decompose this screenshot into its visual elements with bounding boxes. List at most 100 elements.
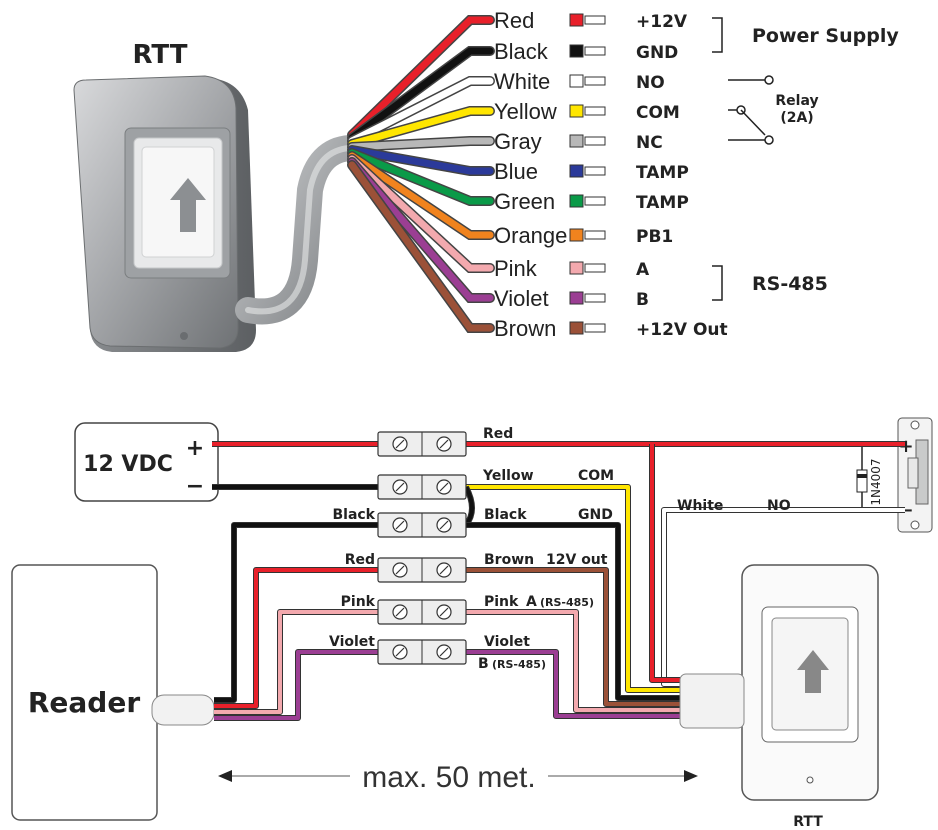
wire-pink: Pink A bbox=[347, 154, 650, 281]
psu-minus: − bbox=[186, 474, 204, 499]
wire-line bbox=[348, 161, 494, 332]
wire-terminal bbox=[584, 230, 606, 240]
wire-name-label: Blue bbox=[494, 159, 538, 184]
relay-symbol bbox=[728, 75, 774, 145]
label-b-rs485-suffix: (RS-485) bbox=[492, 658, 546, 671]
wire-name-label: White bbox=[494, 69, 550, 94]
wire-function-label: A bbox=[636, 260, 650, 280]
wire-name-label: Yellow bbox=[494, 99, 557, 124]
relay-label: Relay bbox=[775, 93, 818, 109]
wire-gray: Gray NC bbox=[347, 129, 663, 154]
wire-terminal bbox=[584, 263, 606, 273]
wire-line bbox=[348, 47, 494, 142]
psu-label: 12 VDC bbox=[83, 452, 173, 477]
wire-function-label: TAMP bbox=[636, 163, 689, 183]
reader-cable bbox=[151, 694, 215, 726]
terminal-block bbox=[377, 474, 467, 500]
wire-white: White NO bbox=[347, 69, 665, 146]
label-a-rs485-suffix: (RS-485) bbox=[540, 596, 594, 609]
wire-line bbox=[348, 107, 494, 148]
wire-function-label: NO bbox=[636, 73, 665, 93]
wire-line bbox=[348, 146, 494, 175]
wire-reader-red bbox=[214, 567, 378, 709]
rtt-device-bottom bbox=[741, 564, 879, 801]
rtt-device-photo bbox=[73, 75, 256, 352]
wire-color-swatch bbox=[569, 321, 584, 335]
terminal-block bbox=[377, 557, 467, 583]
label-no: NO bbox=[767, 498, 791, 514]
wire-jumper bbox=[463, 485, 475, 527]
label-brown: Brown bbox=[484, 552, 534, 568]
rs485-bracket bbox=[712, 265, 723, 301]
wire-function-label: NC bbox=[636, 133, 663, 153]
label-a-rs485: A bbox=[526, 594, 537, 610]
wire-black: Black GND bbox=[347, 39, 678, 143]
wire-line bbox=[348, 149, 494, 205]
wire-brown: Brown+12V Out bbox=[347, 160, 728, 341]
power-supply-label: Power Supply bbox=[752, 25, 899, 47]
wire-terminal bbox=[584, 46, 606, 56]
wire-color-swatch bbox=[569, 104, 584, 118]
wire-name-label: Pink bbox=[494, 256, 538, 281]
wire-terminal bbox=[584, 293, 606, 303]
power-bracket bbox=[712, 17, 723, 53]
wire-function-label: +12V bbox=[636, 12, 688, 32]
wire-name-label: Black bbox=[494, 39, 549, 64]
wire-terminal bbox=[584, 106, 606, 116]
rtt-cable-entry bbox=[679, 673, 745, 729]
label-red-top: Red bbox=[483, 426, 513, 442]
label-violet-right: Violet bbox=[484, 634, 530, 650]
diode: 1N4007 bbox=[856, 447, 883, 510]
reader-label: Reader bbox=[28, 686, 140, 719]
wire-function-label: PB1 bbox=[636, 227, 673, 247]
wire-function-label: COM bbox=[636, 103, 680, 123]
wire-terminal bbox=[584, 76, 606, 86]
wire-red: Red +12V bbox=[347, 8, 688, 140]
electric-lock: + − bbox=[897, 417, 933, 533]
wire-violet bbox=[466, 649, 680, 719]
wire-yellow: Yellow COM bbox=[347, 99, 680, 149]
wire-color-swatch bbox=[569, 74, 584, 88]
wire-color-swatch bbox=[569, 194, 584, 208]
wire-color-swatch bbox=[569, 228, 584, 242]
wire-line bbox=[348, 16, 494, 139]
distance-indicator: max. 50 met. bbox=[218, 761, 698, 794]
label-yellow: Yellow bbox=[482, 468, 534, 484]
terminal-block bbox=[377, 512, 467, 538]
power-supply-box: 12 VDC + − bbox=[74, 422, 219, 502]
label-pink-right: Pink bbox=[484, 594, 519, 610]
wire-name-label: Orange bbox=[494, 223, 567, 248]
wire-brown bbox=[466, 567, 680, 707]
label-12v-out: 12V out bbox=[546, 552, 608, 568]
wire-line bbox=[348, 152, 494, 239]
wire-name-label: Green bbox=[494, 189, 555, 214]
label-violet-left: Violet bbox=[329, 634, 375, 650]
wire-terminal bbox=[584, 196, 606, 206]
wire-name-label: Red bbox=[494, 8, 534, 33]
rtt-title: RTT bbox=[133, 40, 188, 70]
wire-line bbox=[348, 158, 494, 302]
wire-line bbox=[348, 137, 494, 151]
label-black-left: Black bbox=[332, 507, 375, 523]
distance-label: max. 50 met. bbox=[362, 761, 535, 794]
wire-color-swatch bbox=[569, 164, 584, 178]
wire-terminal bbox=[584, 323, 606, 333]
wire-color-swatch bbox=[569, 13, 584, 27]
wire-rtt-red bbox=[649, 444, 680, 683]
wire-name-label: Gray bbox=[494, 129, 542, 154]
label-red-left: Red bbox=[345, 552, 375, 568]
wire-color-swatch bbox=[569, 291, 584, 305]
wire-terminal bbox=[584, 15, 606, 25]
terminal-block bbox=[377, 431, 467, 457]
label-com: COM bbox=[578, 468, 614, 484]
wire-terminal bbox=[584, 136, 606, 146]
label-white: White bbox=[677, 498, 723, 514]
wire-function-label: GND bbox=[636, 43, 678, 63]
label-b-rs485: B bbox=[478, 656, 489, 672]
wire-color-swatch bbox=[569, 44, 584, 58]
psu-plus: + bbox=[186, 436, 204, 461]
terminal-block bbox=[377, 639, 467, 665]
wire-name-label: Brown bbox=[494, 316, 556, 341]
reader-box: Reader bbox=[11, 564, 158, 821]
wire-pink bbox=[466, 609, 680, 713]
